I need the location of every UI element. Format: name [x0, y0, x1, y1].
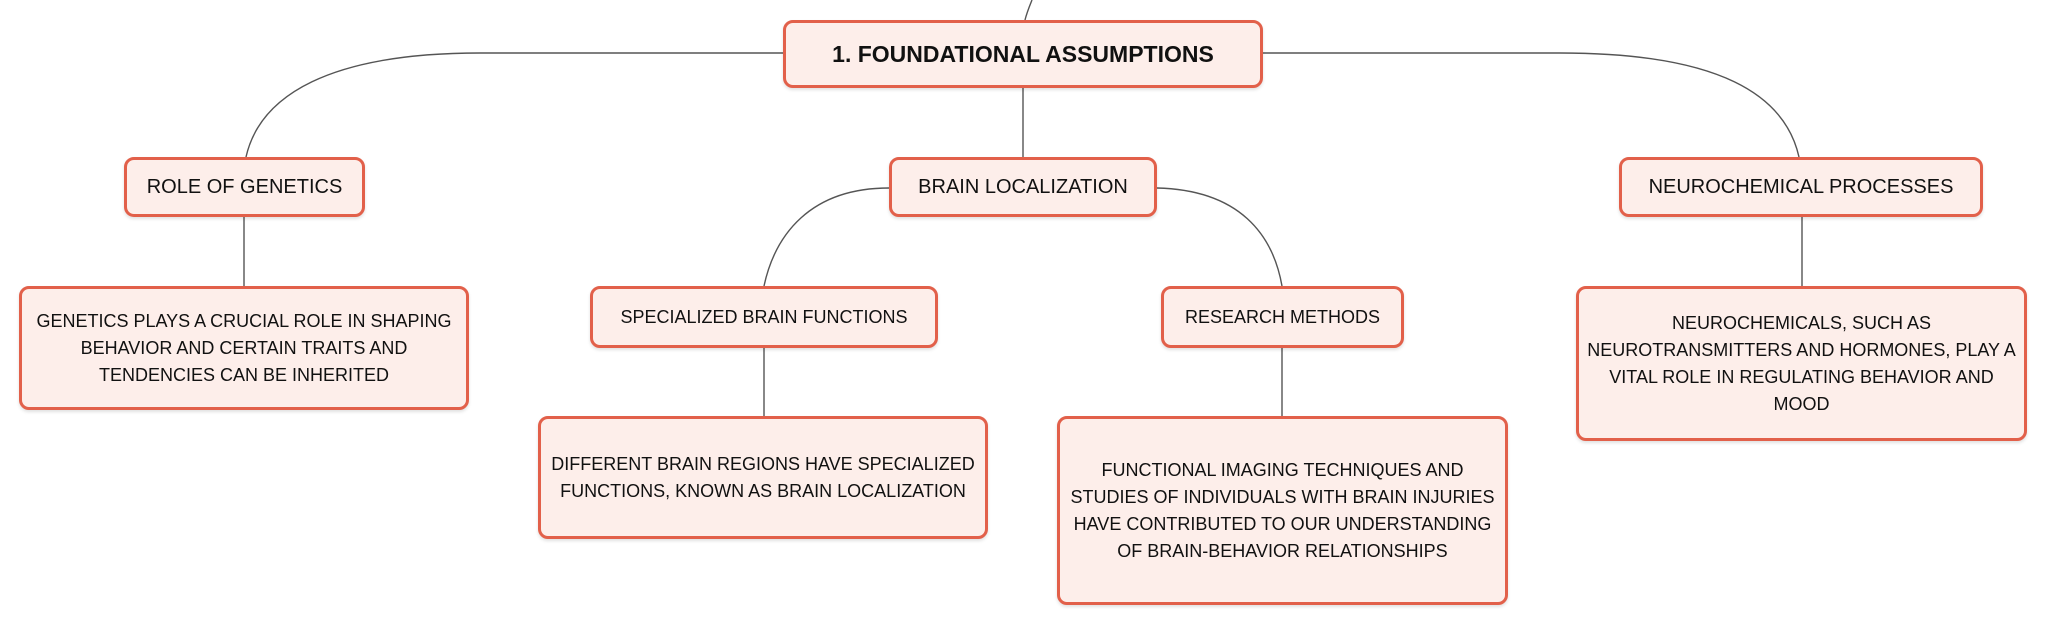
connector-root-genetics: [245, 52, 783, 158]
specialized-functions-detail-node[interactable]: DIFFERENT BRAIN REGIONS HAVE SPECIALIZED…: [538, 416, 988, 539]
role-of-genetics-label: ROLE OF GENETICS: [146, 175, 343, 198]
genetics-detail-node[interactable]: GENETICS PLAYS A CRUCIAL ROLE IN SHAPING…: [19, 286, 469, 410]
specialized-brain-functions-node[interactable]: SPECIALIZED BRAIN FUNCTIONS: [590, 286, 938, 348]
research-methods-detail-node[interactable]: FUNCTIONAL IMAGING TECHNIQUES AND STUDIE…: [1057, 416, 1508, 605]
research-methods-node[interactable]: RESEARCH METHODS: [1161, 286, 1404, 348]
neurochemical-processes-node[interactable]: NEUROCHEMICAL PROCESSES: [1619, 157, 1983, 217]
connector-root-neuro: [1263, 52, 1800, 158]
genetics-detail-text: GENETICS PLAYS A CRUCIAL ROLE IN SHAPING…: [36, 310, 452, 385]
root-topic-label: 1. FOUNDATIONAL ASSUMPTIONS: [832, 40, 1214, 67]
root-topic-node[interactable]: 1. FOUNDATIONAL ASSUMPTIONS: [783, 20, 1263, 88]
connector-brain-research: [1156, 187, 1283, 287]
connector-brain-specialized: [763, 187, 890, 287]
brain-localization-node[interactable]: BRAIN LOCALIZATION: [889, 157, 1157, 217]
neurochemical-detail-node[interactable]: NEUROCHEMICALS, SUCH AS NEUROTRANSMITTER…: [1576, 286, 2027, 441]
research-methods-label: RESEARCH METHODS: [1184, 306, 1381, 327]
neurochemical-detail-text: NEUROCHEMICALS, SUCH AS NEUROTRANSMITTER…: [1587, 312, 2016, 414]
brain-localization-label: BRAIN LOCALIZATION: [918, 175, 1128, 198]
specialized-brain-functions-label: SPECIALIZED BRAIN FUNCTIONS: [620, 306, 908, 327]
connector-root-parent: [1024, 0, 1033, 21]
specialized-functions-detail-text: DIFFERENT BRAIN REGIONS HAVE SPECIALIZED…: [551, 453, 975, 501]
neurochemical-processes-label: NEUROCHEMICAL PROCESSES: [1648, 175, 1954, 198]
role-of-genetics-node[interactable]: ROLE OF GENETICS: [124, 157, 365, 217]
research-methods-detail-text: FUNCTIONAL IMAGING TECHNIQUES AND STUDIE…: [1070, 459, 1495, 561]
